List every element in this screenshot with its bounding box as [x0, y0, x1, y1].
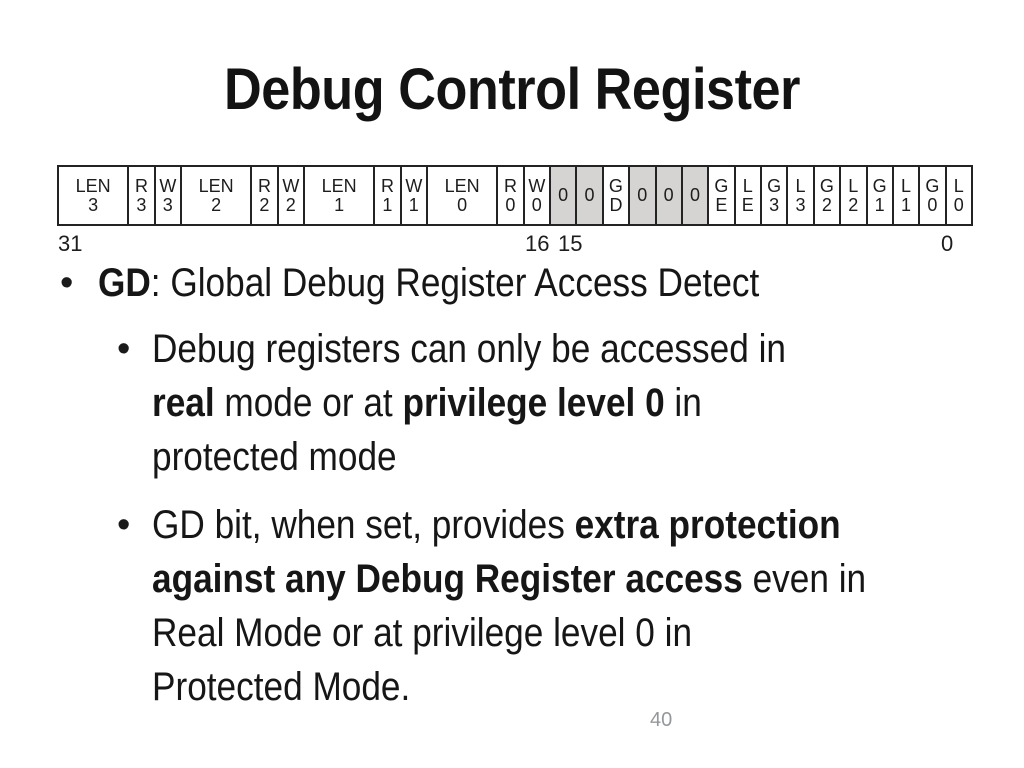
register-bit-cell: 0 — [577, 167, 604, 224]
bullet-text: GD bit, when set, provides extra protect… — [152, 503, 867, 709]
register-bit-cell: 0 — [551, 167, 578, 224]
bullet-gd-definition: • GD: Global Debug Register Access Detec… — [60, 256, 849, 310]
bullet-icon: • — [60, 262, 74, 304]
bit-label-15: 15 — [558, 231, 583, 256]
bit-label-0: 0 — [941, 231, 954, 256]
bullet-icon: • — [117, 328, 131, 370]
sub-bullet-access-conditions: • Debug registers can only be accessed i… — [117, 322, 872, 484]
sub-bullet-gd-protection: • GD bit, when set, provides extra prote… — [117, 498, 964, 714]
page-number: 40 — [650, 709, 673, 731]
bullet-icon: • — [117, 504, 131, 546]
bullet-text: GD: Global Debug Register Access Detect — [98, 261, 760, 305]
register-bit-cell: 0 — [656, 167, 683, 224]
bit-label-31: 31 — [58, 231, 83, 256]
bit-label-16: 16 — [525, 231, 550, 256]
register-bit-cell: 0 — [630, 167, 657, 224]
page-title: Debug Control Register — [224, 57, 800, 122]
register-bit-cell: 0 — [682, 167, 710, 224]
